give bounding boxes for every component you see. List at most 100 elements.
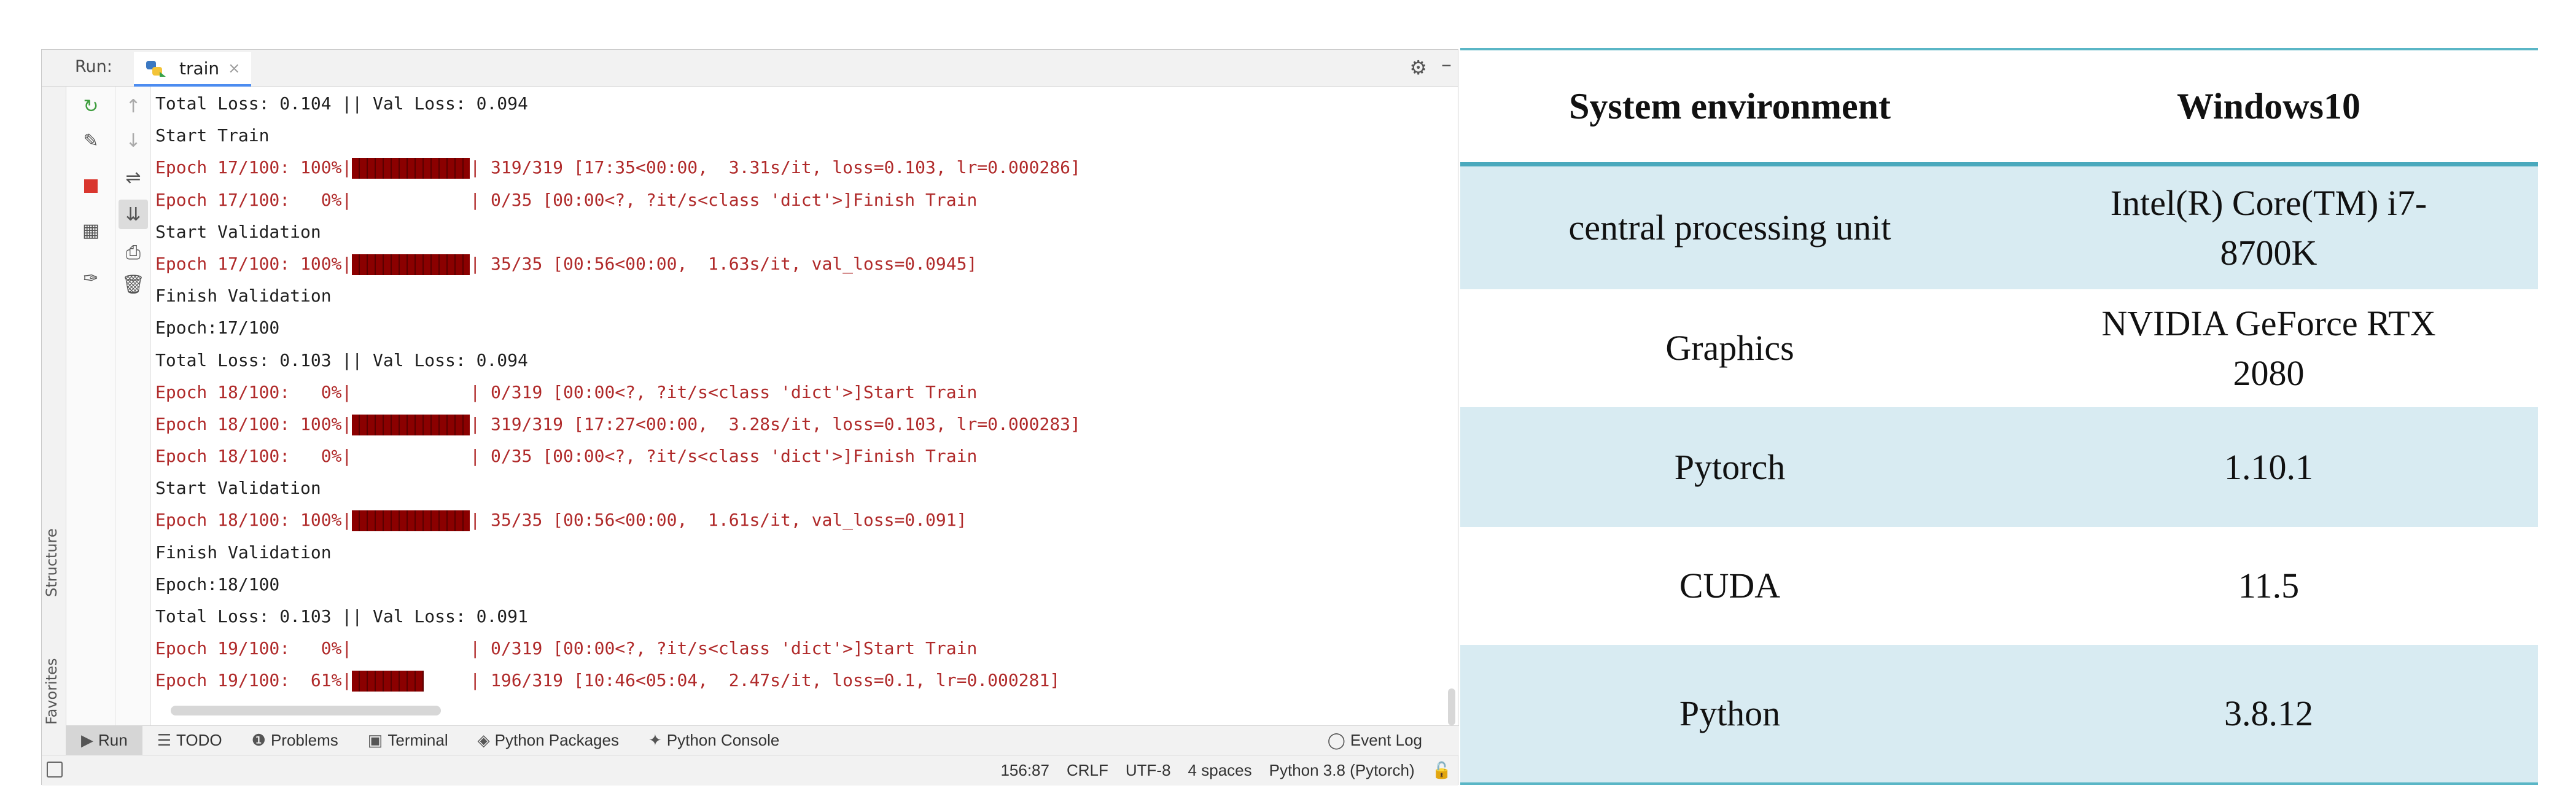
progress-bar-fill xyxy=(352,510,470,532)
layout-icon[interactable]: ▦ xyxy=(82,219,100,241)
console-line: Epoch 18/100: 0%| | 0/35 [00:00<?, ?it/s<… xyxy=(155,440,1439,472)
panel-toggle-icon[interactable] xyxy=(47,762,63,778)
console-line: Epoch 17/100: 100%|| 35/35 [00:56<00:00,… xyxy=(155,248,1439,280)
scroll-to-end-icon[interactable]: ⇊ xyxy=(119,200,148,229)
console-line-text: Start Train xyxy=(155,125,270,146)
console-line: Epoch 18/100: 100%|| 35/35 [00:56<00:00,… xyxy=(155,504,1439,536)
progress-bar xyxy=(352,440,470,472)
todo-icon: ☰ xyxy=(157,731,172,749)
down-arrow-icon[interactable]: ↓ xyxy=(125,130,141,152)
structure-tool-label[interactable]: Structure xyxy=(43,528,60,597)
trash-icon[interactable]: 🗑 xyxy=(121,273,146,295)
progress-suffix: | 0/319 [00:00<?, ?it/s<class 'dict'>]St… xyxy=(470,381,978,402)
console-line: Start Validation xyxy=(155,216,1439,248)
progress-suffix: | 0/35 [00:00<?, ?it/s<class 'dict'>]Fin… xyxy=(470,189,978,210)
tab-train[interactable]: train × xyxy=(134,52,252,87)
table-cell-line: NVIDIA GeForce RTX xyxy=(2101,303,2436,343)
tab-python-packages[interactable]: ◈Python Packages xyxy=(463,726,634,755)
tab-run[interactable]: ▶ Run xyxy=(66,725,142,755)
python-file-icon xyxy=(146,61,166,77)
rerun-icon[interactable]: ↻ xyxy=(83,95,99,117)
progress-prefix: Epoch 17/100: 100%| xyxy=(155,157,352,178)
run-icon: ▶ xyxy=(81,731,93,749)
console-line: Start Validation xyxy=(155,472,1439,504)
progress-prefix: Epoch 18/100: 0%| xyxy=(155,446,352,467)
tab-problems-label: Problems xyxy=(270,731,338,749)
table-header-row: System environment Windows10 xyxy=(1460,50,2538,162)
stop-icon[interactable] xyxy=(76,171,106,201)
event-log-label: Event Log xyxy=(1350,731,1422,749)
table-cell-line: Intel(R) Core(TM) i7- xyxy=(2110,182,2427,223)
python-console-icon: ✦ xyxy=(648,731,662,749)
tab-terminal[interactable]: ▣Terminal xyxy=(353,726,463,755)
minimize-icon[interactable]: – xyxy=(1441,52,1452,77)
tab-python-console[interactable]: ✦Python Console xyxy=(634,726,794,755)
console-line: Epoch:17/100 xyxy=(155,312,1439,344)
console-line: Epoch 19/100: 61%|| 196/319 [10:46<05:04… xyxy=(155,665,1439,696)
console-line: Finish Validation xyxy=(155,280,1439,312)
table-cell-line: 8700K xyxy=(2220,233,2317,273)
table-bottom-rule xyxy=(1460,782,2538,785)
progress-bar-fill xyxy=(352,254,470,275)
file-encoding[interactable]: UTF-8 xyxy=(1125,761,1171,779)
console-toolbar: ↑ ↓ ⇌ ⇊ ⎙ 🗑 xyxy=(115,87,151,725)
tab-run-label: Run xyxy=(98,731,128,749)
wrench-icon[interactable]: ✎ xyxy=(83,130,99,152)
table-cell: Python xyxy=(1679,693,1781,734)
progress-bar-fill xyxy=(352,414,470,435)
console-line: Epoch 18/100: 0%| | 0/319 [00:00<?, ?it/s… xyxy=(155,376,1439,408)
line-separator[interactable]: CRLF xyxy=(1066,761,1108,779)
table-cell: 11.5 xyxy=(2238,566,2300,606)
console-line-text: Total Loss: 0.103 || Val Loss: 0.094 xyxy=(155,349,528,370)
tab-python-packages-label: Python Packages xyxy=(494,731,619,749)
interpreter[interactable]: Python 3.8 (Pytorch) xyxy=(1269,761,1415,779)
progress-suffix: | 0/35 [00:00<?, ?it/s<class 'dict'>]Fin… xyxy=(470,446,978,467)
soft-wrap-icon[interactable]: ⇌ xyxy=(125,166,141,189)
progress-prefix: Epoch 18/100: 100%| xyxy=(155,510,352,531)
cursor-position[interactable]: 156:87 xyxy=(1000,761,1049,779)
table-row: CUDA 11.5 xyxy=(1460,527,2538,645)
horizontal-scrollbar[interactable] xyxy=(171,706,441,715)
console-line-text: Start Validation xyxy=(155,221,321,242)
console-line: Epoch 17/100: 0%|| 0/35 [00:00<?, ?it/s<… xyxy=(155,184,1439,216)
run-tool-header: Run: train × ⚙ – xyxy=(42,50,1458,87)
table-cell: central processing unit xyxy=(1568,208,1891,248)
up-arrow-icon[interactable]: ↑ xyxy=(125,95,141,117)
console-line: Epoch 17/100: 100%| | 319/319 [17:35<00:0… xyxy=(155,152,1439,184)
pin-icon[interactable]: ✑ xyxy=(83,267,99,289)
tab-todo[interactable]: ☰TODO xyxy=(142,726,237,755)
print-icon[interactable]: ⎙ xyxy=(126,241,141,263)
lock-icon[interactable]: 🔓 xyxy=(1431,761,1452,779)
table-row: central processing unit Intel(R) Core(TM… xyxy=(1460,166,2538,289)
progress-bar xyxy=(352,376,470,408)
gear-icon[interactable]: ⚙ xyxy=(1409,56,1427,79)
progress-bar xyxy=(352,633,470,665)
console-line-text: Total Loss: 0.104 || Val Loss: 0.094 xyxy=(155,93,528,114)
table-cell: CUDA xyxy=(1679,566,1781,606)
vertical-scrollbar[interactable] xyxy=(1448,688,1455,725)
progress-bar xyxy=(352,665,470,696)
table-cell: Graphics xyxy=(1665,328,1794,368)
system-environment-table: System environment Windows10 central pro… xyxy=(1460,48,2538,785)
progress-prefix: Epoch 19/100: 61%| xyxy=(155,670,352,691)
console-line: Start Train xyxy=(155,120,1439,152)
console-line: Total Loss: 0.103 || Val Loss: 0.094 xyxy=(155,345,1439,376)
event-log-button[interactable]: ◯ Event Log xyxy=(1313,726,1459,755)
indent-setting[interactable]: 4 spaces xyxy=(1188,761,1252,779)
table-row: Python 3.8.12 xyxy=(1460,645,2538,782)
console-line-text: Finish Validation xyxy=(155,542,332,563)
progress-bar xyxy=(352,152,470,184)
status-right: 156:87 CRLF UTF-8 4 spaces Python 3.8 (P… xyxy=(983,761,1458,780)
progress-suffix: | 319/319 [17:35<00:00, 3.31s/it, loss=0… xyxy=(470,157,1081,178)
favorites-tool-label[interactable]: Favorites xyxy=(43,658,60,725)
progress-bar-fill xyxy=(352,158,470,179)
console-line: Total Loss: 0.103 || Val Loss: 0.091 xyxy=(155,601,1439,633)
progress-prefix: Epoch 18/100: 0%| xyxy=(155,381,352,402)
console-line: Finish Validation xyxy=(155,537,1439,569)
close-icon[interactable]: × xyxy=(228,60,241,77)
console-line: Total Loss: 0.104 || Val Loss: 0.094 xyxy=(155,88,1439,120)
